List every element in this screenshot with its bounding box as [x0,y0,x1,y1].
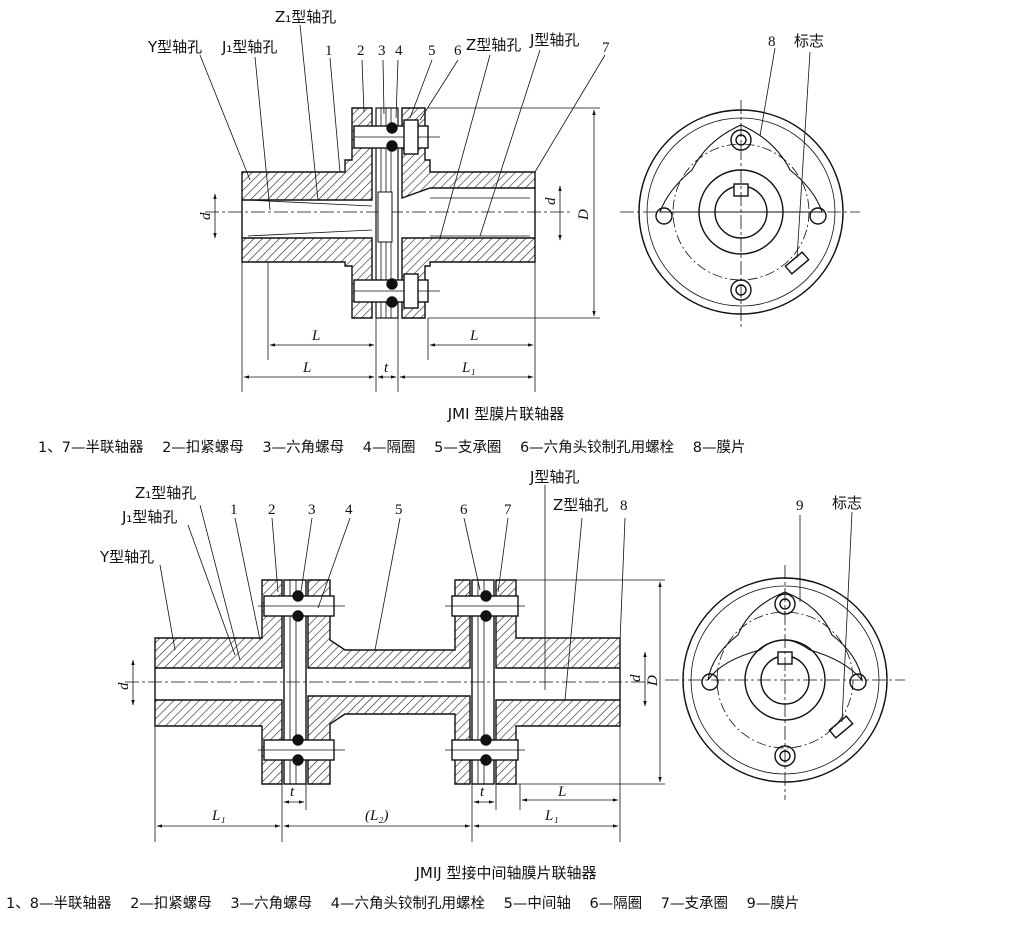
jmi-part-8: 8 [768,34,776,50]
jmij-dim-L1-left: L₁ [211,808,226,824]
jmi-part-7: 7 [602,40,610,56]
jmi-dim-t: t [384,360,389,376]
jmi-legend-item: 3—六角螺母 [262,440,345,456]
jmi-caption: JMI 型膜片联轴器 [447,405,565,423]
jmij-label-mark: 标志 [832,494,862,512]
jmi-section-view [205,107,570,319]
jmij-label-j1-bore: J₁型轴孔 [121,508,177,526]
jmi-legend-item: 2—扣紧螺母 [162,440,244,456]
jmij-dim-d-left: d [116,682,132,690]
jmi-part-6: 6 [454,43,462,59]
jmi-part-3: 3 [378,43,386,59]
jmij-dim-t-left: t [290,784,295,800]
jmi-dim-L-bottom: L [302,360,311,376]
jmi-end-view [620,47,860,330]
jmi-label-y-bore: Y型轴孔 [147,38,202,56]
jmij-part-4: 4 [345,502,353,518]
jmij-caption: JMIJ 型接中间轴膜片联轴器 [415,864,597,882]
jmi-legend-item: 1、7—半联轴器 [38,440,144,456]
jmij-dim-L: L [557,784,566,800]
jmij-legend-item: 2—扣紧螺母 [130,896,212,912]
jmi-dim-L1: L₁ [461,360,476,376]
jmi-legend: 1、7—半联轴器 2—扣紧螺母 3—六角螺母 4—隔圈 5—支承圈 6—六角头铰… [38,436,998,457]
jmij-legend-item: 5—中间轴 [503,896,571,912]
jmij-legend-item: 9—膜片 [746,896,800,912]
jmij-end-view [665,511,905,800]
jmij-legend-item: 1、8—半联轴器 [6,896,112,912]
jmij-legend-item: 6—隔圈 [589,896,643,912]
jmij-part-9: 9 [796,498,804,514]
jmij-dim-t-right: t [480,784,485,800]
jmi-label-j1-bore: J₁型轴孔 [221,38,277,56]
jmi-label-mark: 标志 [794,32,824,50]
jmi-part-4: 4 [395,43,403,59]
jmij-part-6: 6 [460,502,468,518]
jmi-dim-d-right: d [543,197,559,205]
jmi-legend-item: 4—隔圈 [362,440,416,456]
jmi-part-2: 2 [357,43,365,59]
jmi-legend-item: 5—支承圈 [434,440,502,456]
jmij-part-7: 7 [504,502,512,518]
jmij-part-1: 1 [230,502,238,518]
jmij-legend: 1、8—半联轴器 2—扣紧螺母 3—六角螺母 4—六角头铰制孔用螺栓 5—中间轴… [6,892,1006,913]
jmij-label-z1-bore: Z₁型轴孔 [135,484,196,502]
jmij-legend-item: 3—六角螺母 [230,896,313,912]
jmi-legend-item: 8—膜片 [692,440,746,456]
jmij-dim-L1-right: L₁ [544,808,559,824]
jmi-dim-L-left: L [311,328,320,344]
jmij-leader-lines [131,485,665,842]
jmi-dim-d-left: d [198,212,214,220]
jmi-part-1: 1 [325,43,333,59]
jmi-label-j-bore: J型轴孔 [529,31,579,49]
jmi-part-5: 5 [428,43,436,59]
jmij-label-y-bore: Y型轴孔 [99,548,154,566]
jmij-part-5: 5 [395,502,403,518]
jmi-label-z1-bore: Z₁型轴孔 [275,8,336,26]
jmij-part-2: 2 [268,502,276,518]
jmij-label-j-bore: J型轴孔 [529,468,579,486]
jmij-label-z-bore: Z型轴孔 [553,496,608,514]
jmi-dim-D: D [576,209,592,221]
jmi-dim-L-right: L [469,328,478,344]
jmij-dim-d-right: d [628,674,644,682]
jmij-legend-item: 4—六角头铰制孔用螺栓 [330,896,485,912]
jmij-part-3: 3 [308,502,316,518]
jmij-section-view [125,579,650,785]
jmij-legend-item: 7—支承圈 [660,896,729,912]
jmij-dim-L2: (L₂) [365,808,389,824]
jmij-part-8: 8 [620,498,628,514]
jmi-leader-lines [199,24,606,392]
jmi-legend-item: 6—六角头铰制孔用螺栓 [519,440,675,456]
jmij-dim-D: D [645,675,661,687]
jmi-label-z-bore: Z型轴孔 [466,36,521,54]
